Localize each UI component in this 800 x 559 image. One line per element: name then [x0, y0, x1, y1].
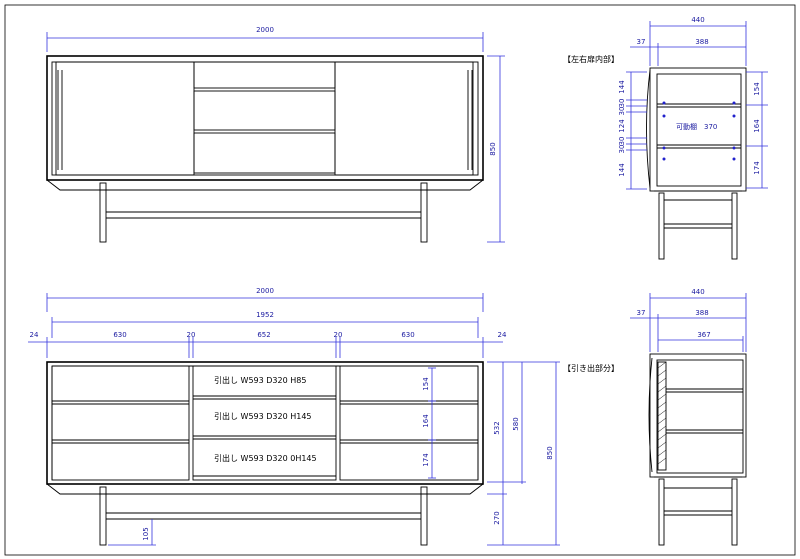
- front-height-label: 850: [489, 142, 497, 155]
- shelf-label: 可動棚 370: [676, 122, 717, 131]
- drawer-height-dim: 164: [422, 414, 430, 428]
- drawer-front-hatch: [657, 361, 667, 465]
- side-bottom-offset-label: 37: [637, 309, 646, 317]
- pin-hole: [732, 146, 736, 150]
- front-view: 2000 850: [46, 26, 505, 243]
- side-top-leg-left: [658, 192, 665, 260]
- side-right-dim: 164: [753, 119, 761, 133]
- side-bottom-width-label: 440: [691, 288, 704, 296]
- front-drawer-1: [193, 61, 336, 89]
- drawer-label-3: 引出し W593 D320 0H145: [214, 453, 317, 463]
- side-left-dim: 144: [618, 163, 626, 177]
- cabinet-body: [46, 55, 484, 181]
- left-door: [55, 61, 195, 176]
- side-left-dim: 124: [618, 119, 626, 133]
- drawer-label-2: 引出し W593 D320 H145: [214, 411, 312, 421]
- plan-right-leg: [420, 486, 428, 546]
- side-top-offset-label: 37: [637, 38, 646, 46]
- plan-right-dim: 532: [493, 421, 501, 434]
- plan-segment-label: 630: [401, 331, 414, 339]
- side-left-dim: 30: [618, 107, 626, 116]
- side-top-door-curve: [646, 69, 651, 189]
- leg-dim-105: 105: [142, 527, 150, 540]
- side-bottom-inner: [656, 359, 744, 474]
- plan-view: 2000 1952 24 630 20 652 20 630 24: [28, 287, 560, 546]
- side-top-width-label: 440: [691, 16, 704, 24]
- side-top-inner: [656, 73, 742, 187]
- side-right-dim: 174: [753, 161, 761, 175]
- pin-hole: [732, 101, 736, 105]
- side-bottom-leg-right: [731, 478, 738, 546]
- plan-segment-label: 20: [187, 331, 196, 339]
- pin-hole: [662, 146, 666, 150]
- side-view-bottom: 【引き出部分】 440 37 388 367: [563, 288, 747, 546]
- side-left-dim: 144: [618, 80, 626, 94]
- pin-hole: [662, 114, 666, 118]
- plan-segment-label: 20: [334, 331, 343, 339]
- pin-hole: [732, 114, 736, 118]
- right-compartment: [339, 365, 479, 481]
- plan-segment-label: 652: [257, 331, 270, 339]
- front-width-label: 2000: [256, 26, 274, 34]
- plan-right-dim: 580: [512, 417, 520, 430]
- front-drawer-3: [193, 132, 336, 174]
- plan-right-dim: 850: [546, 446, 554, 459]
- drawer-label-1: 引出し W593 D320 H85: [214, 375, 306, 385]
- drawer-front-section: [657, 361, 667, 471]
- cabinet-inner-frame: [51, 61, 479, 176]
- right-door: [334, 61, 474, 176]
- drawer-height-dim: 174: [422, 453, 430, 467]
- plan-cabinet-body: [46, 361, 484, 485]
- plan-segment-label: 24: [498, 331, 507, 339]
- leg-dim-270: 270: [493, 511, 501, 524]
- pin-hole: [732, 157, 736, 161]
- pin-hole: [662, 101, 666, 105]
- plan-left-leg: [99, 486, 107, 546]
- plan-segment-label: 630: [113, 331, 126, 339]
- page-frame: [4, 4, 796, 556]
- base-skirt: [46, 179, 484, 191]
- drawer-height-dim: 154: [422, 377, 430, 391]
- side-left-dim: 30: [618, 137, 626, 146]
- side-top-inner-label: 388: [695, 38, 708, 46]
- plan-base-skirt: [46, 483, 484, 495]
- front-left-leg: [99, 182, 107, 243]
- front-right-leg: [420, 182, 428, 243]
- plan-total-label: 2000: [256, 287, 274, 295]
- side-bottom-cabinet: [649, 353, 747, 478]
- plan-inner-label: 1952: [256, 311, 274, 319]
- pin-hole: [662, 157, 666, 161]
- side-bottom-title: 【引き出部分】: [563, 363, 619, 373]
- plan-segment-label: 24: [30, 331, 39, 339]
- side-top-title: 【左右扉内部】: [563, 54, 619, 64]
- side-bottom-front-curve: [648, 357, 653, 473]
- side-bottom-leg-left: [658, 478, 665, 546]
- side-top-leg-right: [731, 192, 738, 260]
- front-drawer-2: [193, 90, 336, 131]
- side-view-top: 【左右扉内部】 440 37 388 可動棚 370: [563, 16, 768, 260]
- side-left-dim: 30: [618, 99, 626, 108]
- side-bottom-depth-label: 367: [697, 331, 710, 339]
- side-bottom-inner-label: 388: [695, 309, 708, 317]
- center-compartment: [192, 365, 337, 481]
- left-compartment: [51, 365, 190, 481]
- side-right-dim: 154: [753, 82, 761, 96]
- side-left-dim: 30: [618, 145, 626, 154]
